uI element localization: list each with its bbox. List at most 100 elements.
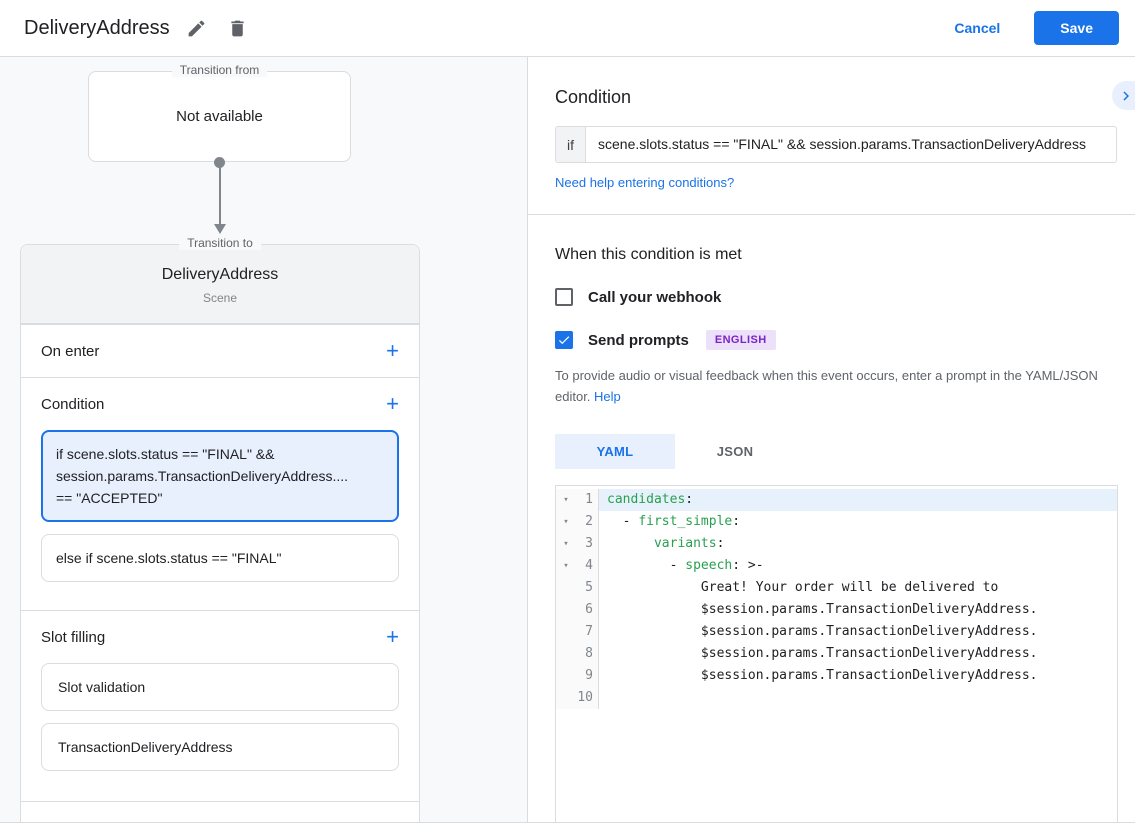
fold-caret-icon[interactable]: ▾: [556, 489, 576, 512]
connector-dot: [214, 157, 225, 168]
webhook-checkbox[interactable]: [555, 288, 573, 306]
transition-from-value: Not available: [176, 108, 263, 125]
condition-item-line: session.params.TransactionDeliveryAddres…: [56, 468, 349, 484]
edit-scene-button[interactable]: [182, 14, 211, 43]
checkmark-icon: [557, 333, 571, 347]
yaml-text-token: $session.params.TransactionDeliveryAddre…: [607, 668, 1038, 684]
add-custom-intent-button[interactable]: +: [386, 817, 399, 823]
yaml-text-token: $session.params.TransactionDeliveryAddre…: [607, 624, 1038, 640]
code-line[interactable]: - first_simple:: [599, 511, 1117, 533]
connector-line: [218, 165, 221, 225]
condition-item-line: else if scene.slots.status == "FINAL": [56, 550, 282, 566]
add-condition-button[interactable]: +: [386, 391, 399, 416]
editor-line: ▾2 - first_simple:: [556, 511, 1117, 534]
when-met-heading: When this condition is met: [555, 246, 742, 263]
fold-gutter: [556, 599, 576, 622]
tab-json[interactable]: JSON: [716, 444, 754, 460]
save-button[interactable]: Save: [1034, 11, 1119, 45]
yaml-key-token: first_simple: [638, 514, 733, 530]
add-slot-button[interactable]: +: [386, 624, 399, 649]
editor-tabs: YAML JSON: [555, 434, 1135, 470]
code-line[interactable]: $session.params.TransactionDeliveryAddre…: [599, 665, 1117, 687]
code-line[interactable]: $session.params.TransactionDeliveryAddre…: [599, 621, 1117, 643]
yaml-key-token: variants: [653, 536, 717, 552]
slot-filling-heading: Slot filling: [41, 628, 106, 646]
code-line[interactable]: $session.params.TransactionDeliveryAddre…: [599, 643, 1117, 665]
main-split: Transition from Not available Transition…: [0, 57, 1135, 822]
cancel-button[interactable]: Cancel: [954, 20, 1001, 36]
code-line[interactable]: variants:: [599, 533, 1117, 555]
add-on-enter-button[interactable]: +: [386, 338, 399, 363]
condition-items: if scene.slots.status == "FINAL" && sessi…: [21, 430, 419, 610]
panel-condition-heading: Condition: [555, 87, 632, 107]
line-number: 2: [576, 511, 599, 534]
editor-line: ▾3 variants:: [556, 533, 1117, 556]
send-prompts-checkbox[interactable]: [555, 331, 573, 349]
send-prompts-label: Send prompts: [588, 331, 689, 349]
condition-item-selected[interactable]: if scene.slots.status == "FINAL" && sessi…: [41, 430, 399, 522]
fold-gutter: [556, 621, 576, 644]
condition-heading: Condition: [41, 395, 105, 413]
code-line[interactable]: $session.params.TransactionDeliveryAddre…: [599, 599, 1117, 621]
prompt-help-link[interactable]: Help: [594, 389, 621, 405]
condition-expression-input[interactable]: scene.slots.status == "FINAL" && session…: [598, 136, 1086, 152]
connector-arrowhead-icon: [213, 224, 226, 234]
editor-line: 9 $session.params.TransactionDeliveryAdd…: [556, 665, 1117, 688]
on-enter-section: On enter +: [21, 324, 419, 377]
condition-section: Condition + if scene.slots.status == "FI…: [21, 377, 419, 610]
yaml-text-token: Great! Your order will be delivered to: [607, 580, 999, 596]
yaml-text-token: :: [716, 536, 725, 552]
fold-gutter: [556, 687, 576, 710]
custom-intent-heading: Custom intent handling: [41, 820, 194, 823]
yaml-key-token: speech: [685, 558, 733, 574]
fold-caret-icon[interactable]: ▾: [556, 511, 576, 534]
code-line[interactable]: candidates:: [599, 489, 1117, 512]
slot-item[interactable]: Slot validation: [41, 663, 399, 711]
delete-scene-button[interactable]: [223, 14, 252, 43]
chevron-right-icon: [1117, 87, 1135, 105]
condition-item-line: if scene.slots.status == "FINAL" &&: [56, 446, 275, 462]
fold-gutter: [556, 643, 576, 666]
scene-canvas: Transition from Not available Transition…: [0, 57, 528, 822]
code-line[interactable]: Great! Your order will be delivered to: [599, 577, 1117, 599]
transition-from-box[interactable]: Transition from Not available: [88, 63, 351, 162]
panel-divider: [528, 214, 1135, 215]
condition-input-group: if scene.slots.status == "FINAL" && sess…: [555, 126, 1117, 163]
condition-detail-panel: Condition if scene.slots.status == "FINA…: [528, 57, 1135, 822]
condition-help-link[interactable]: Need help entering conditions?: [555, 175, 735, 190]
condition-item[interactable]: else if scene.slots.status == "FINAL": [41, 534, 399, 582]
editor-line: 7 $session.params.TransactionDeliveryAdd…: [556, 621, 1117, 644]
editor-line: 10: [556, 687, 1117, 710]
code-line[interactable]: [599, 687, 1117, 709]
top-bar: DeliveryAddress Cancel Save: [0, 0, 1135, 57]
yaml-text-token: $session.params.TransactionDeliveryAddre…: [607, 602, 1038, 618]
scene-card-header[interactable]: DeliveryAddress Scene: [21, 245, 419, 324]
condition-item-line: == "ACCEPTED": [56, 490, 163, 506]
line-number: 4: [576, 555, 599, 578]
scene-type: Scene: [202, 291, 238, 305]
code-line[interactable]: - speech: >-: [599, 555, 1117, 577]
fold-gutter: [556, 577, 576, 600]
collapse-panel-button[interactable]: [1112, 81, 1135, 110]
slot-item[interactable]: TransactionDeliveryAddress: [41, 723, 399, 771]
webhook-row: Call your webhook: [555, 288, 1135, 306]
language-badge: ENGLISH: [705, 330, 776, 350]
fold-caret-icon[interactable]: ▾: [556, 533, 576, 556]
yaml-text-token: :: [732, 514, 741, 530]
on-enter-heading: On enter: [41, 342, 100, 360]
scene-card: Transition to DeliveryAddress Scene On e…: [20, 236, 420, 823]
line-number: 1: [576, 489, 599, 512]
editor-line: 5 Great! Your order will be delivered to: [556, 577, 1117, 600]
yaml-text-token: : >-: [732, 558, 764, 574]
yaml-key-token: candidates: [607, 492, 686, 508]
tab-yaml[interactable]: YAML: [555, 434, 675, 470]
yaml-text-token: -: [607, 558, 686, 574]
line-number: 3: [576, 533, 599, 556]
bottom-strip: [0, 822, 1135, 826]
fold-caret-icon[interactable]: ▾: [556, 555, 576, 578]
if-prefix-label: if: [556, 127, 586, 162]
line-number: 10: [576, 687, 599, 710]
